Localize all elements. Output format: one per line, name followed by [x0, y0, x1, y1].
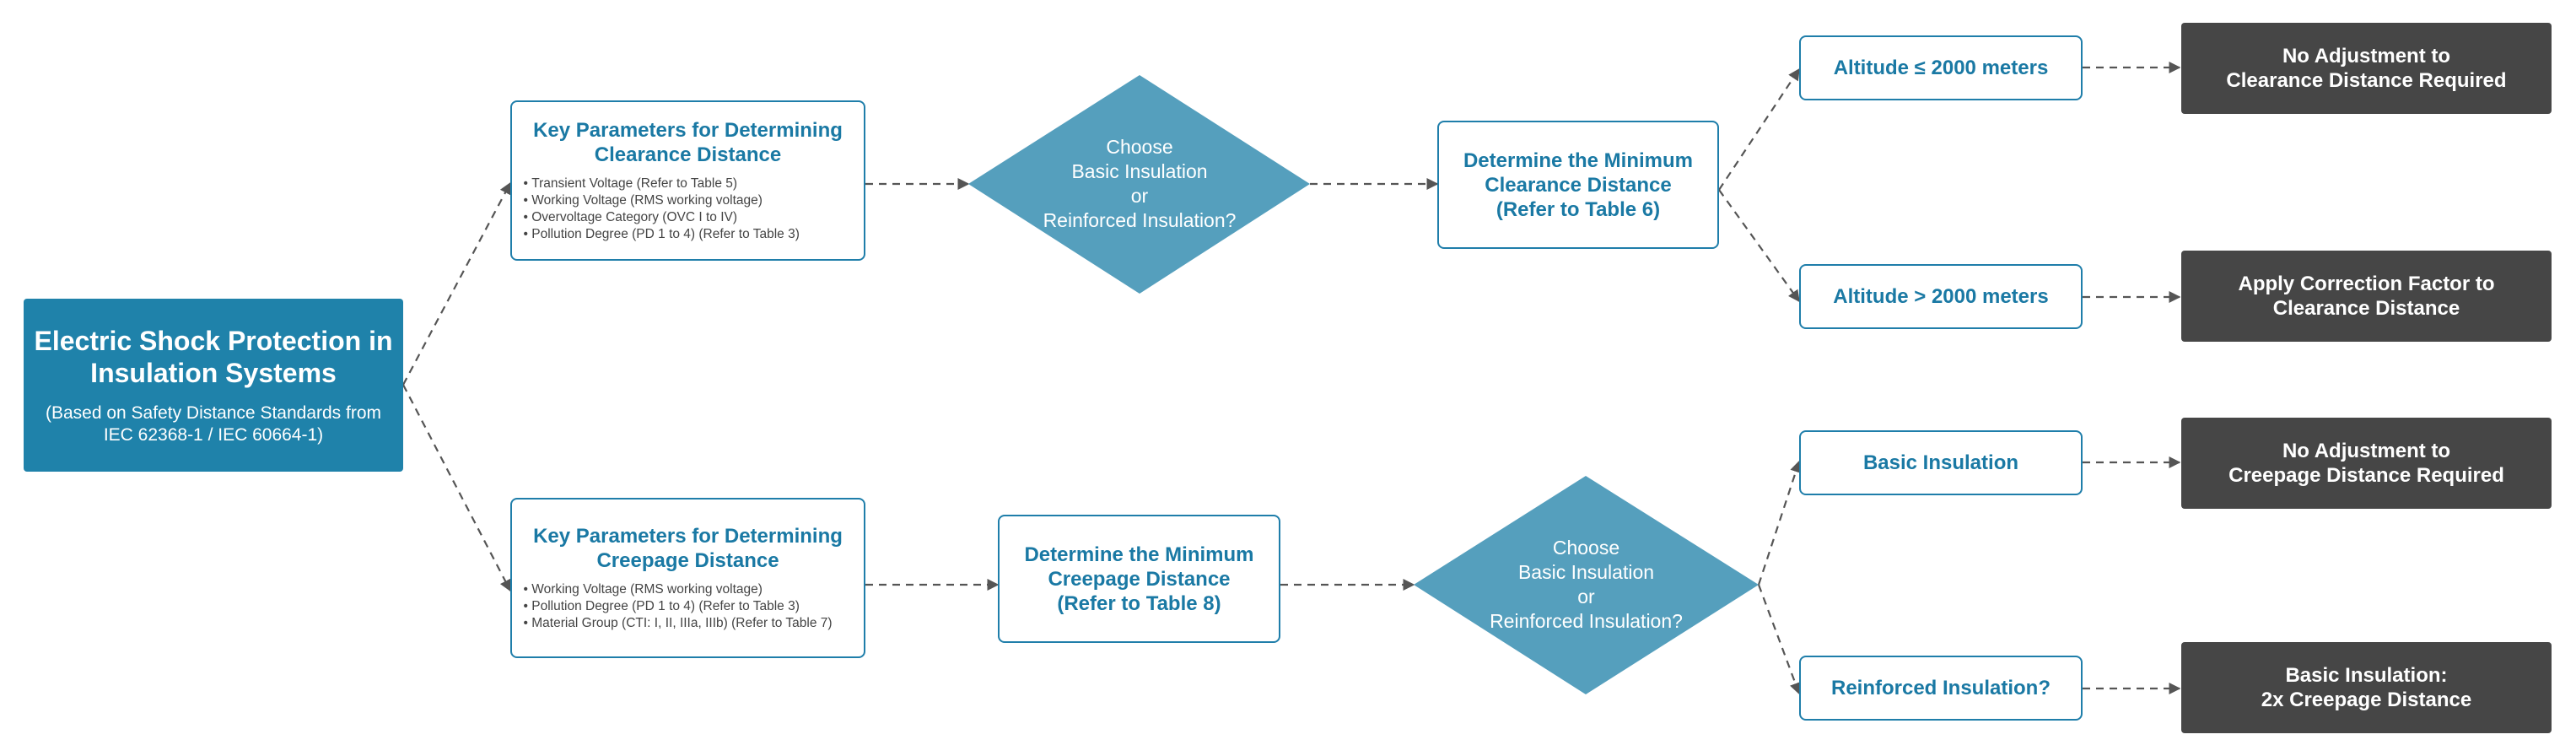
list-item: Working Voltage (RMS working voltage) — [524, 581, 853, 598]
clearance-params-list: Transient Voltage (Refer to Table 5) Wor… — [524, 176, 853, 243]
basic-insulation-box: Basic Insulation — [1799, 430, 2083, 495]
decision-diamond-creepage — [1414, 476, 1759, 694]
creepage-params-box: Key Parameters for Determining Creepage … — [510, 498, 865, 658]
connector-min-clearance-to-alt-low — [1718, 68, 1800, 191]
outcome-no-adjustment-clearance-label: No Adjustment to Clearance Distance Requ… — [2226, 45, 2507, 92]
list-item: Material Group (CTI: I, II, IIIa, IIIb) … — [524, 615, 853, 632]
list-item: Pollution Degree (PD 1 to 4) (Refer to T… — [524, 598, 853, 615]
decision-clearance-label: Choose Basic Insulation or Reinforced In… — [1043, 136, 1237, 231]
decision-diamond-clearance — [968, 75, 1310, 294]
outcome-no-adjustment-creepage-label: No Adjustment to Creepage Distance Requi… — [2228, 440, 2504, 487]
altitude-high-box: Altitude > 2000 meters — [1799, 264, 2083, 329]
min-clearance-box: Determine the Minimum Clearance Distance… — [1437, 121, 1719, 249]
altitude-low-box: Altitude ≤ 2000 meters — [1799, 35, 2083, 100]
basic-insulation-label: Basic Insulation — [1862, 451, 2019, 474]
outcome-double-creepage-label: Basic Insulation: 2x Creepage Distance — [2261, 664, 2472, 711]
min-creepage-box: Determine the Minimum Creepage Distance … — [998, 515, 1280, 643]
min-clearance-label: Determine the Minimum Clearance Distance… — [1463, 148, 1694, 221]
connector-decision-to-reinforced — [1757, 584, 1802, 695]
creepage-params-list: Working Voltage (RMS working voltage) Po… — [524, 581, 853, 632]
reinforced-insulation-label: Reinforced Insulation? — [1830, 677, 2051, 699]
min-creepage-label: Determine the Minimum Creepage Distance … — [1024, 543, 1254, 615]
outcome-correction-factor: Apply Correction Factor to Clearance Dis… — [2181, 251, 2552, 342]
connector-root-to-clearance-params — [402, 181, 511, 386]
connector-root-to-creepage-params — [402, 384, 511, 592]
list-item: Working Voltage (RMS working voltage) — [524, 192, 853, 209]
clearance-params-box: Key Parameters for Determining Clearance… — [510, 100, 865, 261]
list-item: Pollution Degree (PD 1 to 4) (Refer to T… — [524, 226, 853, 243]
list-item: Transient Voltage (Refer to Table 5) — [524, 176, 853, 192]
altitude-low-label: Altitude ≤ 2000 meters — [1833, 57, 2049, 79]
outcome-no-adjustment-clearance: No Adjustment to Clearance Distance Requ… — [2181, 23, 2552, 114]
outcome-double-creepage: Basic Insulation: 2x Creepage Distance — [2181, 642, 2552, 733]
connector-decision-to-basic — [1757, 460, 1802, 586]
creepage-params-title: Key Parameters for Determining Creepage … — [533, 525, 843, 572]
root-node: Electric Shock Protection in Insulation … — [24, 299, 403, 472]
outcome-no-adjustment-creepage: No Adjustment to Creepage Distance Requi… — [2181, 418, 2552, 509]
decision-creepage-label: Choose Basic Insulation or Reinforced In… — [1490, 537, 1683, 632]
altitude-high-label: Altitude > 2000 meters — [1833, 285, 2049, 308]
outcome-correction-factor-label: Apply Correction Factor to Clearance Dis… — [2238, 273, 2495, 320]
reinforced-insulation-box: Reinforced Insulation? — [1799, 656, 2083, 721]
clearance-params-title: Key Parameters for Determining Clearance… — [533, 119, 843, 166]
list-item: Overvoltage Category (OVC I to IV) — [524, 209, 853, 226]
root-subtitle: (Based on Safety Distance Standards from… — [45, 402, 382, 445]
connector-min-clearance-to-alt-high — [1718, 189, 1800, 303]
root-title: Electric Shock Protection in Insulation … — [34, 325, 393, 388]
